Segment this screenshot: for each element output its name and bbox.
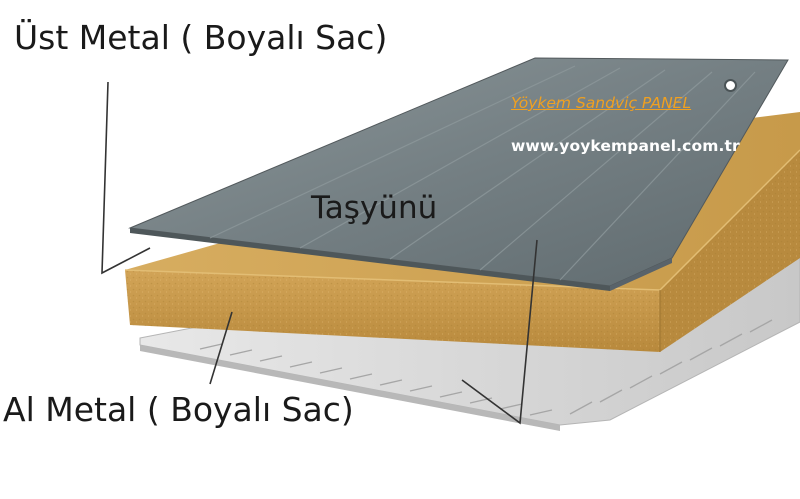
website-link[interactable]: www.yoykempanel.com.tr	[511, 137, 740, 155]
top-label-pointer	[101, 81, 151, 275]
bottom-label-pointer-left	[209, 311, 233, 385]
registered-mark-icon	[724, 79, 737, 92]
bottom-metal-label: Al Metal ( Boyalı Sac)	[3, 390, 354, 429]
pointer-lines	[101, 81, 538, 425]
top-metal-sheet	[128, 57, 789, 291]
brand-name: Yöykem Sandviç PANEL	[511, 94, 692, 112]
rockwool-label: Taşyünü	[311, 190, 438, 226]
top-metal-label: Üst Metal ( Boyalı Sac)	[14, 18, 388, 57]
bottom-label-pointer-right	[461, 239, 538, 425]
